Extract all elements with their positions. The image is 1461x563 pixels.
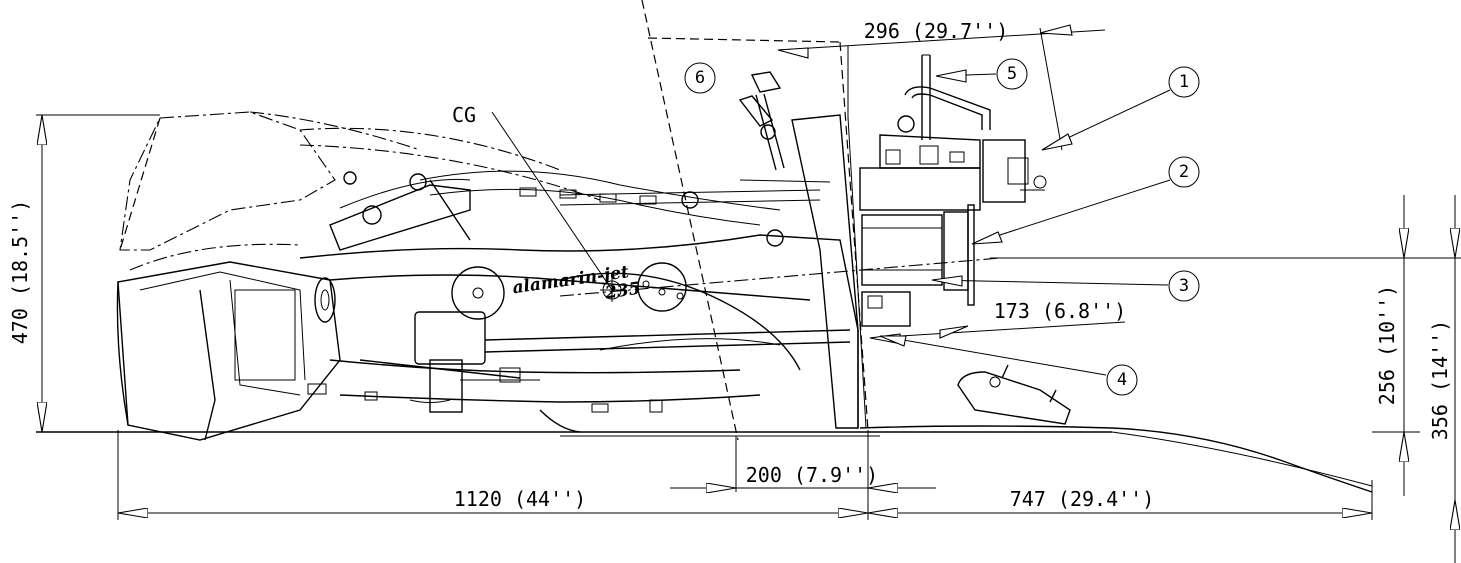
dimension-width-173: 173 (6.8'') (869, 299, 1126, 345)
dimension-width-296: 296 (29.7'') (777, 19, 1106, 151)
callout-2-number: 2 (1179, 162, 1189, 182)
callout-1: 1 (1041, 66, 1200, 151)
dimension-overall-right: 747 (29.4'') (868, 480, 1373, 520)
callout-1-number: 1 (1179, 72, 1189, 92)
brand-logo: alamarin-jet 235 (511, 262, 642, 304)
dimension-296-label: 296 (29.7'') (864, 19, 1009, 43)
callout-3: 3 (931, 270, 1200, 302)
dimension-173-label: 173 (6.8'') (994, 299, 1126, 323)
callout-6: 6 (684, 62, 716, 94)
dimension-height-256: 256 (10'') (990, 195, 1461, 496)
dimension-200-label: 200 (7.9'') (746, 463, 878, 487)
dimension-747-label: 747 (29.4'') (1010, 487, 1155, 511)
callout-2: 2 (971, 156, 1200, 245)
dimension-470-label: 470 (18.5'') (8, 200, 32, 345)
callout-6-number: 6 (695, 68, 705, 88)
callout-4-number: 4 (1117, 370, 1127, 390)
dimension-1120-label: 1120 (44'') (454, 487, 586, 511)
callout-4: 4 (879, 335, 1138, 396)
callout-5-number: 5 (1007, 64, 1017, 84)
brand-logo-model: 235 (603, 279, 642, 304)
dimension-overall-left: 1120 (44'') (117, 430, 869, 520)
dimension-height-356: 356 (14'') (1428, 195, 1455, 563)
center-of-gravity: CG (452, 103, 624, 302)
dimension-height-470: 470 (18.5'') (8, 114, 160, 432)
reference-lines (559, 0, 1001, 441)
dimension-356-label: 356 (14'') (1428, 320, 1452, 440)
cg-label: CG (452, 103, 476, 127)
dimension-256-label: 256 (10'') (1375, 285, 1399, 405)
callout-5: 5 (935, 58, 1028, 90)
waterjet-unit-outline (36, 54, 1373, 493)
callout-3-number: 3 (1179, 276, 1189, 296)
dimension-width-200: 200 (7.9'') (670, 436, 936, 492)
